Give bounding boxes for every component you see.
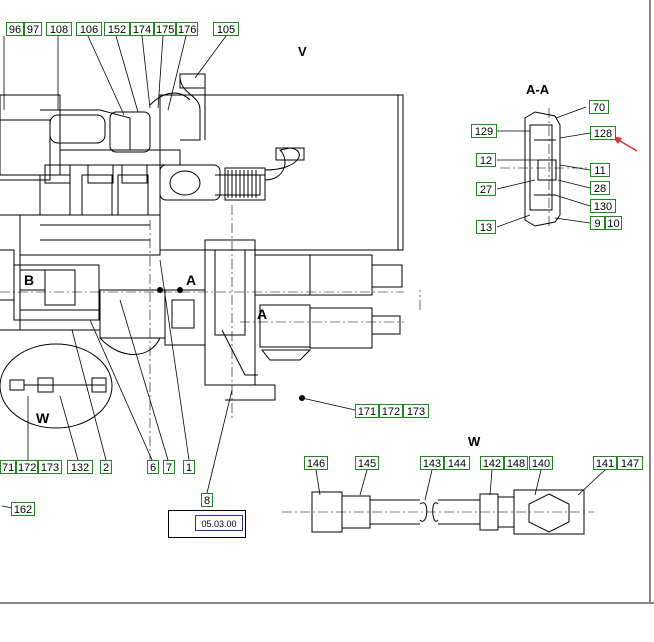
view-w-title: W xyxy=(468,434,481,449)
callout-96[interactable]: 96 xyxy=(6,22,24,36)
section-mark-a-lower: A xyxy=(257,306,268,322)
callout-173-left[interactable]: 173 xyxy=(38,460,62,474)
callout-145[interactable]: 145 xyxy=(355,456,379,470)
ground-symbols xyxy=(157,287,305,401)
revision-stamp: 05.03.00 xyxy=(168,510,246,538)
callout-176[interactable]: 176 xyxy=(176,22,198,36)
callout-10[interactable]: 10 xyxy=(605,216,622,230)
callout-13[interactable]: 13 xyxy=(476,220,496,234)
callout-27[interactable]: 27 xyxy=(476,182,496,196)
callout-174[interactable]: 174 xyxy=(130,22,154,36)
callout-162[interactable]: 162 xyxy=(11,502,35,516)
detail-w-parts xyxy=(9,377,107,393)
callout-12[interactable]: 12 xyxy=(476,153,496,167)
callout-140[interactable]: 140 xyxy=(529,456,553,470)
section-aa-title: A-A xyxy=(526,82,550,97)
callout-172-right[interactable]: 172 xyxy=(379,404,403,418)
callout-28[interactable]: 28 xyxy=(590,181,610,195)
callout-129[interactable]: 129 xyxy=(471,124,497,138)
callout-143[interactable]: 143 xyxy=(420,456,444,470)
callout-141[interactable]: 141 xyxy=(593,456,617,470)
revision-date: 05.03.00 xyxy=(195,515,243,531)
callout-108[interactable]: 108 xyxy=(46,22,72,36)
callout-97[interactable]: 97 xyxy=(24,22,42,36)
callout-7[interactable]: 7 xyxy=(163,460,175,474)
drawing-border xyxy=(0,0,654,604)
callout-130[interactable]: 130 xyxy=(590,199,616,213)
callout-175[interactable]: 175 xyxy=(154,22,176,36)
callout-6[interactable]: 6 xyxy=(147,460,159,474)
callout-8[interactable]: 8 xyxy=(201,493,213,507)
callout-128[interactable]: 128 xyxy=(590,126,616,140)
callout-105[interactable]: 105 xyxy=(213,22,239,36)
callout-11[interactable]: 11 xyxy=(590,163,610,177)
callout-132[interactable]: 132 xyxy=(67,460,93,474)
callout-70[interactable]: 70 xyxy=(589,100,609,114)
callout-147[interactable]: 147 xyxy=(617,456,643,470)
engine-assembly xyxy=(0,73,404,401)
section-mark-b: B xyxy=(24,272,35,288)
callout-173-right[interactable]: 173 xyxy=(403,404,429,418)
callout-171-left[interactable]: 71 xyxy=(0,460,16,474)
section-mark-a-upper: A xyxy=(186,272,197,288)
callout-152[interactable]: 152 xyxy=(104,22,130,36)
detail-w-ellipse xyxy=(0,343,113,429)
leader-lines xyxy=(1,35,606,509)
callout-9[interactable]: 9 xyxy=(590,216,605,230)
callout-171-right[interactable]: 171 xyxy=(355,404,379,418)
callout-148[interactable]: 148 xyxy=(504,456,528,470)
section-a-a xyxy=(524,111,561,227)
callout-172-left[interactable]: 172 xyxy=(16,460,38,474)
callout-142[interactable]: 142 xyxy=(480,456,504,470)
callout-106[interactable]: 106 xyxy=(76,22,102,36)
detail-w-assembly xyxy=(311,489,585,535)
callout-1[interactable]: 1 xyxy=(183,460,195,474)
detail-w-mark: W xyxy=(36,410,50,426)
callout-146[interactable]: 146 xyxy=(304,456,328,470)
callout-144[interactable]: 144 xyxy=(444,456,470,470)
view-v-title: V xyxy=(298,44,307,59)
centre-lines xyxy=(0,108,600,513)
callout-2[interactable]: 2 xyxy=(100,460,112,474)
